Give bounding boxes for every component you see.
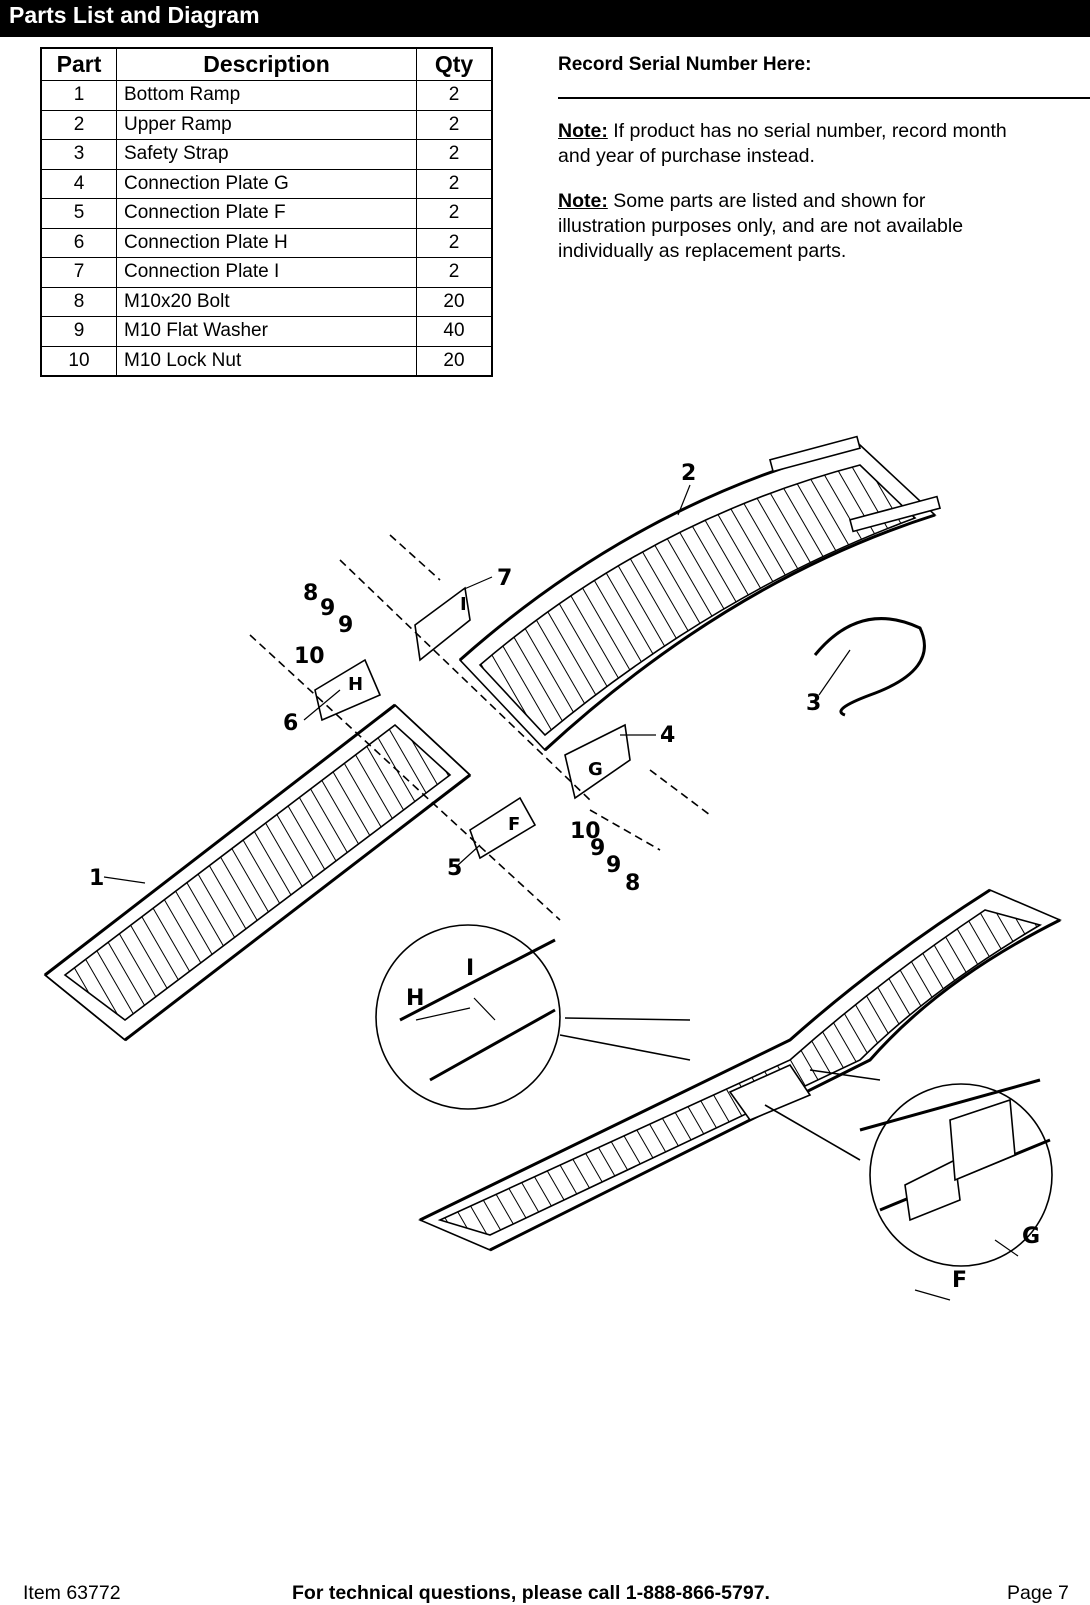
- serial-number-label: Record Serial Number Here:: [558, 54, 812, 75]
- header-part: Part: [40, 47, 117, 81]
- header-bar: Parts List and Diagram: [0, 0, 1090, 37]
- callout-nut-bottom: 10: [570, 819, 601, 844]
- serial-number-line[interactable]: [558, 97, 1090, 99]
- assembled-ramp-drawing: [418, 888, 1062, 1252]
- part-number-cell: 5: [40, 198, 117, 229]
- note-illustration: Note: Some parts are listed and shown fo…: [558, 189, 1018, 264]
- callout-plate-f: 5: [447, 856, 462, 881]
- detail-letter-g: G: [1022, 1224, 1040, 1249]
- note-text: If product has no serial number, record …: [558, 120, 1007, 167]
- plate-f-drawing: [469, 796, 537, 860]
- callout-washer-top-b: 9: [338, 613, 353, 638]
- note-label: Note:: [558, 120, 608, 142]
- qty-cell: 2: [416, 80, 493, 111]
- callout-plate-h: 6: [283, 711, 298, 736]
- safety-strap-drawing: [813, 617, 926, 717]
- qty-cell: 2: [416, 227, 493, 258]
- detail-letter-i: I: [466, 956, 474, 981]
- page-title: Parts List and Diagram: [9, 2, 260, 28]
- part-number-cell: 8: [40, 286, 117, 317]
- callout-plate-g: 4: [660, 723, 675, 748]
- callout-nut-top: 10: [294, 644, 325, 669]
- qty-cell: 20: [416, 345, 493, 377]
- description-cell: Connection Plate I: [116, 257, 417, 288]
- callout-bolt-bottom: 8: [625, 871, 640, 896]
- hardware-drawing: [249, 534, 711, 921]
- detail-circle-fg: [764, 1069, 1053, 1267]
- callout-washer-bottom-a: 9: [590, 836, 605, 861]
- plate-letter-i: I: [460, 594, 467, 615]
- plate-letter-g: G: [588, 759, 603, 780]
- callout-bolt-top: 8: [303, 581, 318, 606]
- part-number-cell: 9: [40, 316, 117, 347]
- detail-letter-f: F: [952, 1268, 967, 1293]
- note-label: Note:: [558, 190, 608, 212]
- callout-strap: 3: [806, 691, 821, 716]
- description-cell: Connection Plate F: [116, 198, 417, 229]
- qty-cell: 40: [416, 316, 493, 347]
- callout-bottom-ramp: 1: [89, 866, 104, 891]
- plate-i-drawing: [414, 586, 471, 662]
- part-number-cell: 7: [40, 257, 117, 288]
- bottom-ramp-drawing: [43, 703, 472, 1042]
- description-cell: Connection Plate G: [116, 168, 417, 199]
- upper-ramp-drawing: [458, 435, 941, 752]
- description-cell: Connection Plate H: [116, 227, 417, 258]
- callout-washer-top-a: 9: [320, 596, 335, 621]
- callout-washer-bottom-b: 9: [606, 853, 621, 878]
- table-header-row: Part Description Qty: [40, 47, 493, 81]
- qty-cell: 20: [416, 286, 493, 317]
- note-serial: Note: If product has no serial number, r…: [558, 119, 1018, 169]
- description-cell: M10x20 Bolt: [116, 286, 417, 317]
- detail-circle-ih: [375, 924, 691, 1110]
- detail-letter-h: H: [406, 986, 424, 1011]
- qty-cell: 2: [416, 109, 493, 140]
- plate-letter-f: F: [508, 814, 520, 835]
- qty-cell: 2: [416, 168, 493, 199]
- footer-item-number: Item 63772: [23, 1582, 121, 1604]
- footer-page-number: Page 7: [1007, 1582, 1069, 1604]
- callout-plate-i: 7: [497, 566, 512, 591]
- description-cell: Safety Strap: [116, 139, 417, 170]
- description-cell: Upper Ramp: [116, 109, 417, 140]
- header-description: Description: [116, 47, 417, 81]
- part-number-cell: 10: [40, 345, 117, 377]
- qty-cell: 2: [416, 139, 493, 170]
- note-text: Some parts are listed and shown for illu…: [558, 190, 964, 262]
- part-number-cell: 1: [40, 80, 117, 111]
- part-number-cell: 4: [40, 168, 117, 199]
- part-number-cell: 2: [40, 109, 117, 140]
- plate-h-drawing: [314, 658, 382, 722]
- description-cell: M10 Lock Nut: [116, 345, 417, 377]
- plate-g-drawing: [564, 723, 631, 800]
- part-number-cell: 6: [40, 227, 117, 258]
- plate-letter-h: H: [348, 674, 363, 695]
- part-number-cell: 3: [40, 139, 117, 170]
- qty-cell: 2: [416, 198, 493, 229]
- callout-upper-ramp: 2: [681, 461, 696, 486]
- parts-diagram: 2 7 8 9 9 10 6 3 4 1 5 10 9 9 8 I H G F …: [43, 435, 1062, 1301]
- description-cell: M10 Flat Washer: [116, 316, 417, 347]
- header-qty: Qty: [416, 47, 493, 81]
- qty-cell: 2: [416, 257, 493, 288]
- description-cell: Bottom Ramp: [116, 80, 417, 111]
- callout-leaders: [103, 484, 1019, 1301]
- footer-support: For technical questions, please call 1-8…: [292, 1582, 770, 1604]
